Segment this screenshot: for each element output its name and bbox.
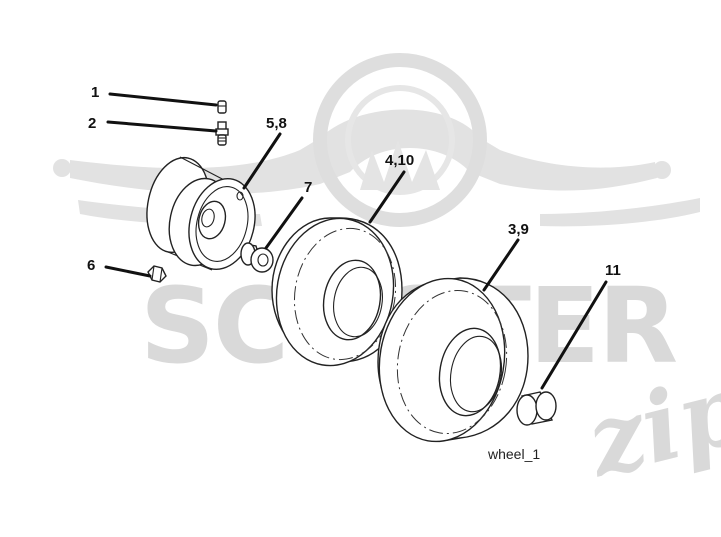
leader-11 xyxy=(540,280,608,390)
callout-1: 1 xyxy=(91,84,99,101)
bushing-part xyxy=(240,242,274,273)
leader-2 xyxy=(106,120,218,133)
rim-part xyxy=(146,156,256,271)
callout-11: 11 xyxy=(605,262,621,279)
callout-3-9: 3,9 xyxy=(508,221,529,238)
callout-6: 6 xyxy=(87,257,95,274)
callout-5-8: 5,8 xyxy=(266,115,287,132)
valve-stem-part xyxy=(215,121,229,146)
watermark-headlight xyxy=(313,53,487,227)
leader-7 xyxy=(264,196,304,250)
tire-rear-part xyxy=(377,277,529,443)
leader-6 xyxy=(104,265,152,278)
leader-4-10 xyxy=(368,170,406,224)
callout-2: 2 xyxy=(88,115,96,132)
leader-lines xyxy=(104,92,608,390)
leader-5-8 xyxy=(242,132,282,190)
leader-1 xyxy=(108,92,218,107)
leader-3-9 xyxy=(482,238,520,292)
callout-4-10: 4,10 xyxy=(385,152,414,169)
tire-front-part xyxy=(271,217,403,367)
bearing-part xyxy=(516,391,557,426)
diagram-caption: wheel_1 xyxy=(487,446,540,462)
callout-labels: 1 2 5,8 7 4,10 3,9 6 11 xyxy=(87,84,621,279)
callout-7: 7 xyxy=(304,179,312,196)
bolt-part xyxy=(147,265,167,283)
valve-cap-part xyxy=(217,100,227,114)
